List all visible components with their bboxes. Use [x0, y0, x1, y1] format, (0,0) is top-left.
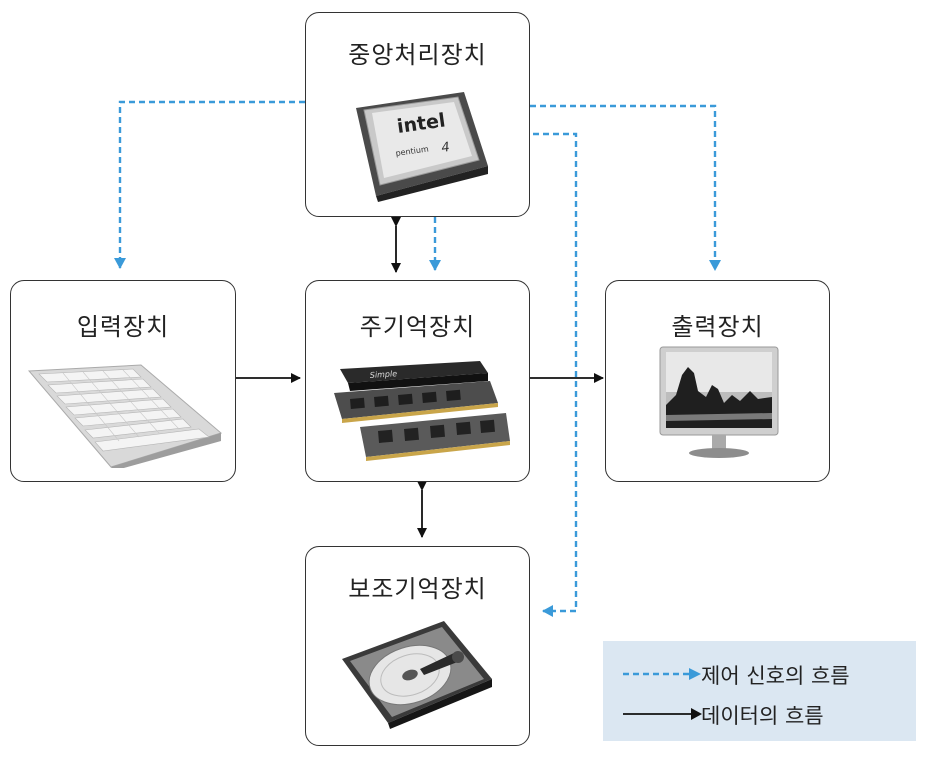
cpu-number-text: 4	[440, 140, 450, 156]
ram-brand-text: Simple	[370, 369, 398, 380]
input-label: 입력장치	[76, 313, 170, 341]
monitor-icon	[659, 346, 779, 458]
control-arrow-cpu-to-output	[530, 104, 721, 271]
cpu-label: 중앙처리장치	[348, 41, 487, 69]
legend-data-label: 데이터의 흐름	[701, 704, 824, 728]
output-box: 출력장치	[605, 280, 830, 482]
hard-disk-icon	[342, 621, 492, 729]
cpu-chip-icon: intel pentium 4	[356, 92, 488, 202]
cpu-box: 중앙처리장치 intel pentium 4	[305, 12, 530, 217]
control-arrow-cpu-to-input	[114, 100, 305, 269]
legend-solid-arrow-icon	[623, 708, 702, 720]
ram-modules-icon: Simple	[334, 361, 510, 461]
control-arrow-cpu-to-storage	[533, 132, 578, 617]
keyboard-icon	[27, 364, 223, 468]
legend-dashed-arrow-icon	[623, 668, 701, 680]
legend: 제어 신호의 흐름 데이터의 흐름	[603, 641, 916, 741]
output-label: 출력장치	[671, 313, 764, 341]
storage-box: 보조기억장치	[305, 546, 530, 746]
memory-box: 주기억장치 Simple	[305, 280, 530, 482]
storage-label: 보조기억장치	[348, 575, 487, 603]
input-box: 입력장치	[10, 280, 236, 482]
memory-label: 주기억장치	[359, 313, 476, 341]
legend-control-label: 제어 신호의 흐름	[701, 664, 850, 688]
